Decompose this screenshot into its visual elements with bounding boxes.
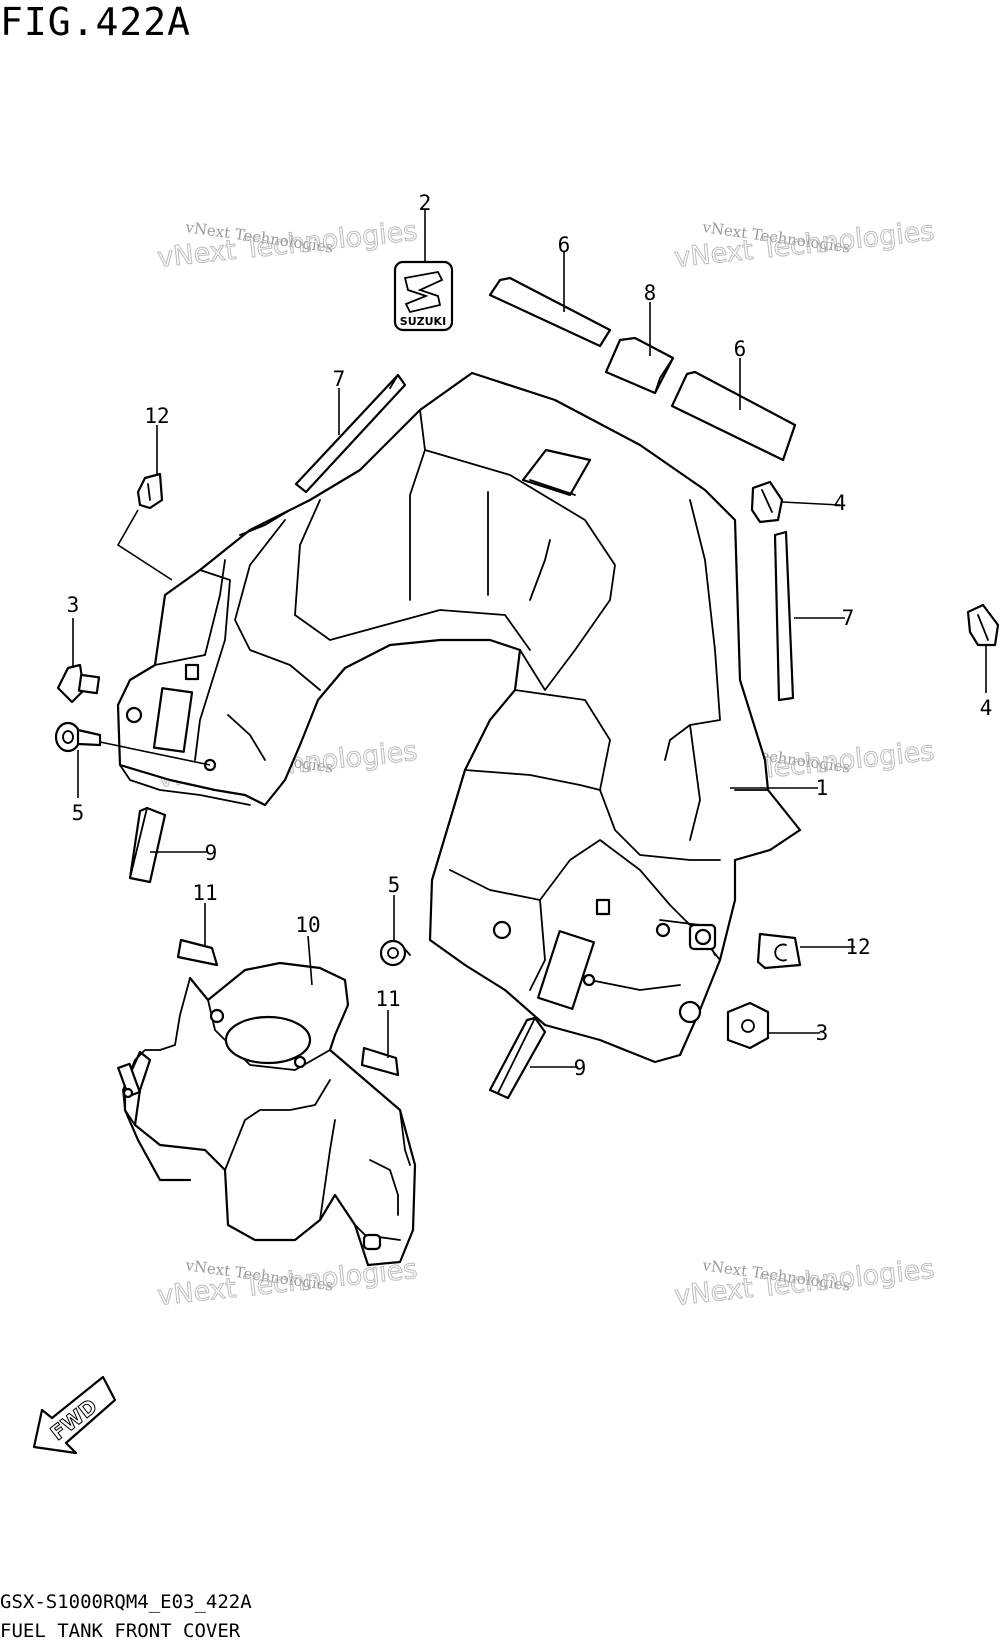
figure-caption: FUEL TANK FRONT COVER [0, 1620, 241, 1642]
watermark: vNext Technologies vNext Technologies [673, 215, 937, 274]
part-2-emblem: SUZUKI [393, 260, 454, 332]
part-6-seal-strip [488, 276, 612, 348]
callout-10: 10 [295, 913, 320, 937]
part-3-bolt [726, 1001, 770, 1050]
part-11-pad [176, 938, 219, 967]
callout-12: 12 [144, 404, 169, 428]
callout-2: 2 [419, 191, 432, 215]
callout-3: 3 [816, 1021, 829, 1045]
leader-lines [72, 210, 987, 1068]
watermark: vNext Technologies vNext Technologies [156, 215, 420, 274]
callout-9: 9 [205, 841, 218, 865]
callout-11: 11 [375, 987, 400, 1011]
figure-title: FIG.422A [0, 0, 192, 44]
part-9-cushion [488, 1016, 547, 1100]
part-1-front-cover [116, 371, 802, 1064]
callout-6: 6 [558, 233, 571, 257]
part-6-seal-strip [670, 370, 797, 462]
model-code: GSX-S1000RQM4_E03_422A [0, 1591, 252, 1613]
emblem-text: SUZUKI [400, 315, 446, 328]
part-4-clip [750, 480, 784, 524]
callout-11: 11 [192, 881, 217, 905]
callouts: 2 6 8 6 7 12 4 7 4 3 5 1 9 11 10 5 12 11… [67, 191, 993, 1080]
part-12-clip-nut [756, 932, 802, 970]
watermark: vNext Technologies vNext Technologies [673, 1253, 937, 1312]
callout-7: 7 [842, 606, 855, 630]
callout-5: 5 [388, 873, 401, 897]
part-11-pad [360, 1046, 400, 1077]
part-12-clip-nut [136, 472, 164, 510]
callout-7: 7 [333, 367, 346, 391]
part-5-bolt [54, 721, 102, 753]
callout-5: 5 [72, 801, 85, 825]
part-8-cushion [604, 336, 675, 395]
callout-4: 4 [834, 491, 847, 515]
callout-1: 1 [816, 776, 829, 800]
part-4-clip [966, 603, 1000, 647]
callout-12: 12 [845, 935, 870, 959]
callout-4: 4 [980, 696, 993, 720]
callout-9: 9 [574, 1056, 587, 1080]
part-10-lower-cover [117, 961, 417, 1267]
part-5-collar [379, 939, 411, 967]
fwd-arrow: FWD [32, 1375, 117, 1455]
part-3-bolt [56, 663, 101, 704]
part-7-seal-strip [773, 530, 795, 702]
part-7-seal-strip [294, 373, 407, 494]
callout-3: 3 [67, 593, 80, 617]
callout-8: 8 [644, 281, 657, 305]
part-9-cushion [128, 806, 167, 884]
callout-6: 6 [734, 337, 747, 361]
